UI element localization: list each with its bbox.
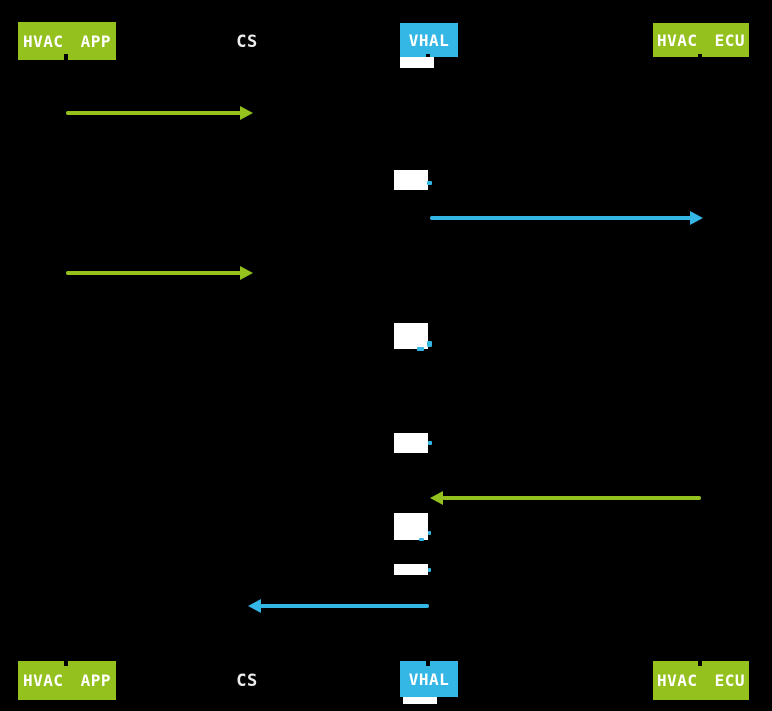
self-message-mark-5: [428, 568, 431, 572]
activation-box-7: [403, 697, 437, 704]
arrow-shaft: [442, 496, 701, 500]
participant-bottom-vhal: VHAL: [400, 661, 458, 697]
self-message-mark-2b: [417, 347, 424, 351]
participant-bottom-hvac-app: HVAC APP: [18, 661, 116, 700]
arrow-shaft: [430, 216, 692, 220]
self-message-mark-3: [428, 441, 432, 445]
participant-bottom-cs: CS: [236, 671, 258, 691]
participant-top-vhal: VHAL: [400, 23, 458, 57]
self-message-mark-4a: [428, 531, 431, 535]
self-message-mark-1: [427, 181, 432, 185]
participant-top-hvac-app: HVAC APP: [18, 22, 116, 60]
activation-box-5: [394, 513, 428, 540]
lifeline-vhal: [426, 54, 430, 666]
participant-top-cs: CS: [236, 32, 258, 52]
lifeline-cs: [244, 54, 248, 666]
arrow-head-left-icon: [430, 491, 443, 505]
participant-top-hvac-ecu: HVAC ECU: [653, 23, 749, 57]
activation-box-3: [394, 323, 428, 349]
activation-box-6: [394, 564, 428, 575]
arrow-head-right-icon: [240, 106, 253, 120]
activation-box-2: [394, 170, 428, 190]
participant-bottom-hvac-ecu: HVAC ECU: [653, 661, 749, 700]
activation-box-4: [394, 433, 428, 453]
lifeline-hvac-ecu: [698, 54, 702, 666]
arrow-head-right-icon: [690, 211, 703, 225]
arrow-shaft: [66, 271, 242, 275]
arrow-head-left-icon: [248, 599, 261, 613]
self-message-mark-4b: [419, 538, 424, 541]
arrow-shaft: [260, 604, 429, 608]
lifeline-hvac-app: [64, 54, 68, 666]
activation-box-1: [400, 57, 434, 68]
arrow-head-right-icon: [240, 266, 253, 280]
arrow-shaft: [66, 111, 242, 115]
self-message-mark-2a: [427, 341, 432, 347]
